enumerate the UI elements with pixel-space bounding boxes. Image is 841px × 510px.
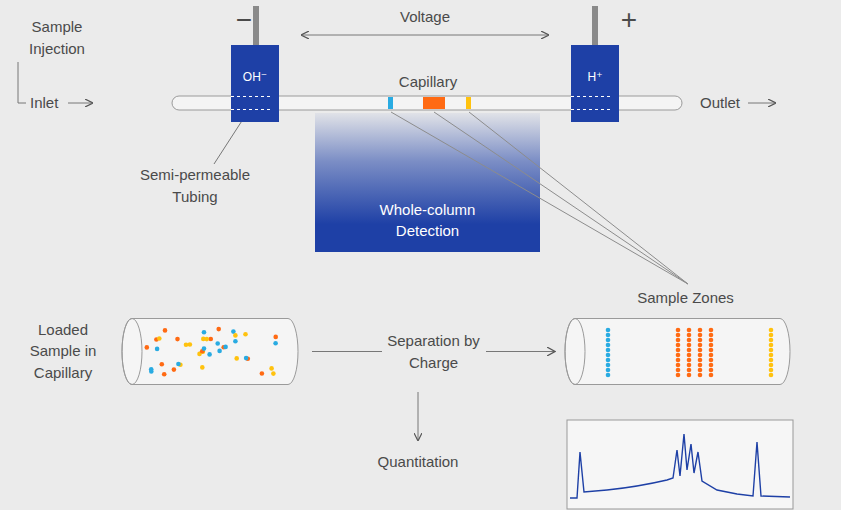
outlet-label: Outlet [700, 92, 740, 114]
leader-line [391, 112, 688, 284]
tubing-label: Semi-permeable Tubing [130, 164, 260, 208]
capillary-shape [122, 318, 298, 385]
down-arrow [418, 392, 419, 440]
electropherogram [567, 420, 793, 509]
quantitation-label: Quantitation [348, 451, 488, 473]
voltage-label: Voltage [365, 6, 485, 28]
detection-window: Whole-column Detection [315, 113, 540, 252]
inlet-label: Inlet [30, 92, 58, 114]
zone-blue [388, 97, 393, 109]
capillary-focused: Sample Zones [565, 318, 790, 385]
edge-label: Separation by Charge [382, 330, 486, 374]
polarity-sign: − [229, 6, 259, 34]
buffer-reservoir: OH⁻ [231, 45, 279, 122]
node-text: OH⁻ [231, 45, 279, 86]
node-text: Whole-column Detection [363, 199, 493, 243]
leader-line [469, 112, 688, 284]
buffer-reservoir: H⁺ [571, 45, 619, 122]
inlet-arrow [68, 103, 92, 104]
polarity-sign: + [614, 6, 644, 34]
leader-line [434, 112, 688, 284]
zone-orange [423, 97, 445, 109]
zone-yellow [466, 97, 471, 109]
capillary-loaded: Loaded Sample in Capillary [122, 318, 298, 385]
node-text: H⁺ [571, 45, 619, 86]
capillary-label: Capillary [368, 71, 488, 93]
node-text: Sample Zones [606, 287, 766, 309]
outlet-arrow [748, 103, 775, 104]
node-text: Loaded Sample in Capillary [22, 319, 104, 384]
voltage-arrow [302, 35, 548, 36]
capillary-shape [565, 318, 790, 385]
injection-bracket [18, 62, 26, 103]
injection-label: Sample Injection [12, 16, 102, 60]
